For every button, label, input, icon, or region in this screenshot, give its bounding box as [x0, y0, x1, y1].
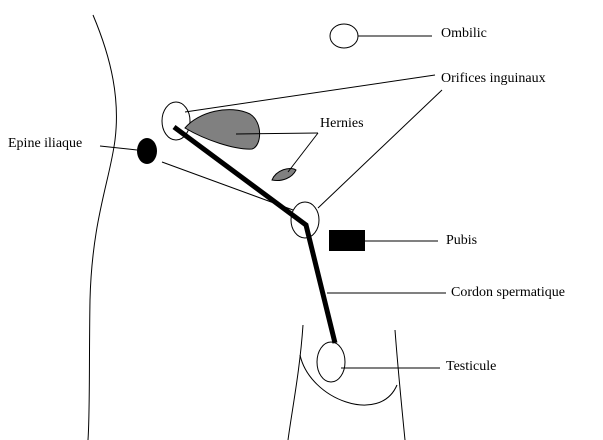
- scrotum-bottom: [300, 355, 397, 405]
- label-testicule: Testicule: [446, 359, 496, 375]
- label-hernies: Hernies: [320, 116, 364, 132]
- body-outline-left: [88, 15, 116, 440]
- epine-iliaque-shape: [137, 138, 157, 164]
- pubis-shape: [329, 230, 365, 251]
- orifices-leader-upper: [185, 75, 435, 112]
- label-pubis: Pubis: [446, 233, 477, 249]
- scrotum-left-wall: [288, 325, 303, 440]
- hernies-leader-bottom: [288, 133, 318, 172]
- spermatic-cord: [174, 127, 335, 343]
- epine-leader: [100, 146, 137, 150]
- label-cordon-spermatique: Cordon spermatique: [451, 285, 565, 301]
- orifices-leader-lower: [318, 90, 442, 208]
- hernia-small: [272, 168, 296, 180]
- label-orifices-inguinaux: Orifices inguinaux: [441, 71, 546, 87]
- label-epine-iliaque: Epine iliaque: [8, 136, 82, 152]
- label-ombilic: Ombilic: [441, 26, 487, 42]
- testicule-shape: [317, 342, 345, 382]
- ombilic-shape: [330, 24, 358, 48]
